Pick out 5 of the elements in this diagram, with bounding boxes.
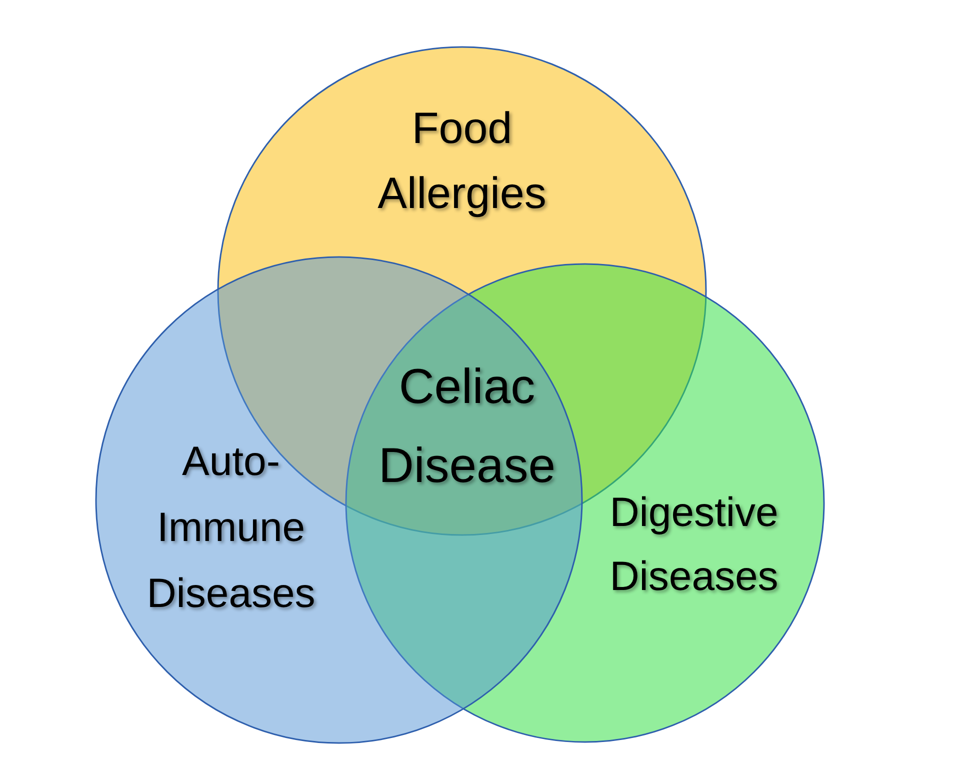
circle-label: Food Allergies (376, 103, 548, 220)
intersection-label: Celiac Disease (377, 359, 557, 495)
circle-label: Digestive Diseases (608, 488, 780, 601)
circle-label: Auto- Immune Diseases (146, 437, 316, 618)
venn-circle (95, 256, 583, 744)
